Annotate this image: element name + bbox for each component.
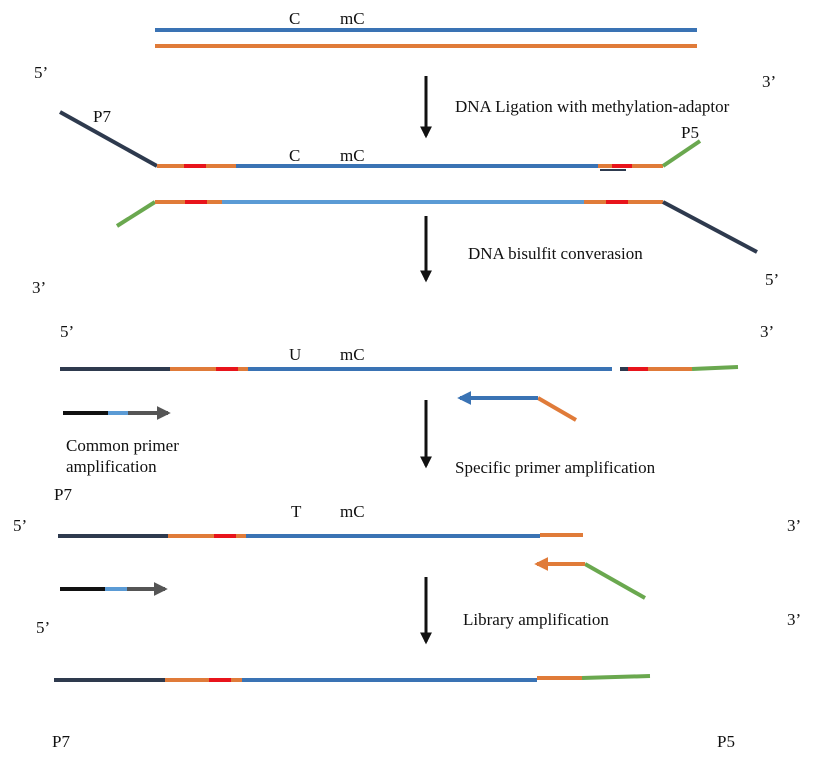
five-prime-label: 5’ [36, 618, 50, 637]
base-c-label: C [289, 9, 300, 28]
p7-adaptor-arm [662, 200, 758, 254]
p5-adaptor [581, 674, 651, 680]
base-mc-label: mC [340, 502, 365, 521]
base-c-label: C [289, 146, 300, 165]
three-prime-label: 3’ [787, 516, 801, 535]
base-t-label: T [291, 502, 302, 521]
primer-orange-tail [536, 396, 578, 422]
library-step-label: Library amplification [463, 610, 609, 629]
five-prime-label: 5’ [60, 322, 74, 341]
base-mc-label: mC [340, 345, 365, 364]
five-prime-label: 5’ [13, 516, 27, 535]
common-primer-label: Common primer [66, 436, 179, 455]
ligation-step-label: DNA Ligation with methylation-adaptor [455, 97, 730, 116]
p5-adaptor [691, 365, 739, 371]
p7-adaptor-arm [59, 110, 158, 168]
three-prime-label: 3’ [32, 278, 46, 297]
p7-label: P7 [93, 107, 111, 126]
three-prime-label: 3’ [760, 322, 774, 341]
base-u-label: U [289, 345, 301, 364]
p5-adaptor-arm [661, 139, 702, 168]
primer-green-tail [584, 562, 646, 600]
five-prime-label: 5’ [765, 270, 779, 289]
reverse-primer [534, 557, 646, 600]
p7-label: P7 [54, 485, 72, 504]
final-library: P7 P5 [52, 674, 735, 751]
three-prime-label: 3’ [787, 610, 801, 629]
specific-primer-step-label: Specific primer amplification [455, 458, 656, 477]
bisulfite-step-label: DNA bisulfit converasion [468, 244, 643, 263]
ligated-dna: P7 P5 C mC [59, 107, 758, 254]
base-mc-label: mC [340, 146, 365, 165]
p5-adaptor-arm [115, 200, 157, 228]
converted-dna: 5’ 3’ U mC Common primer amplification [60, 322, 774, 476]
p5-label: P5 [717, 732, 735, 751]
five-prime-label: 5’ [34, 63, 48, 82]
genomic-dna: C mC [155, 9, 697, 48]
p7-label: P7 [52, 732, 70, 751]
three-prime-label: 3’ [762, 72, 776, 91]
common-primer-label: amplification [66, 457, 157, 476]
specific-primer [457, 391, 578, 422]
p5-label: P5 [681, 123, 699, 142]
amplified-dna: P7 5’ 3’ T mC 5’ 3’ [13, 485, 801, 637]
base-mc-label: mC [340, 9, 365, 28]
